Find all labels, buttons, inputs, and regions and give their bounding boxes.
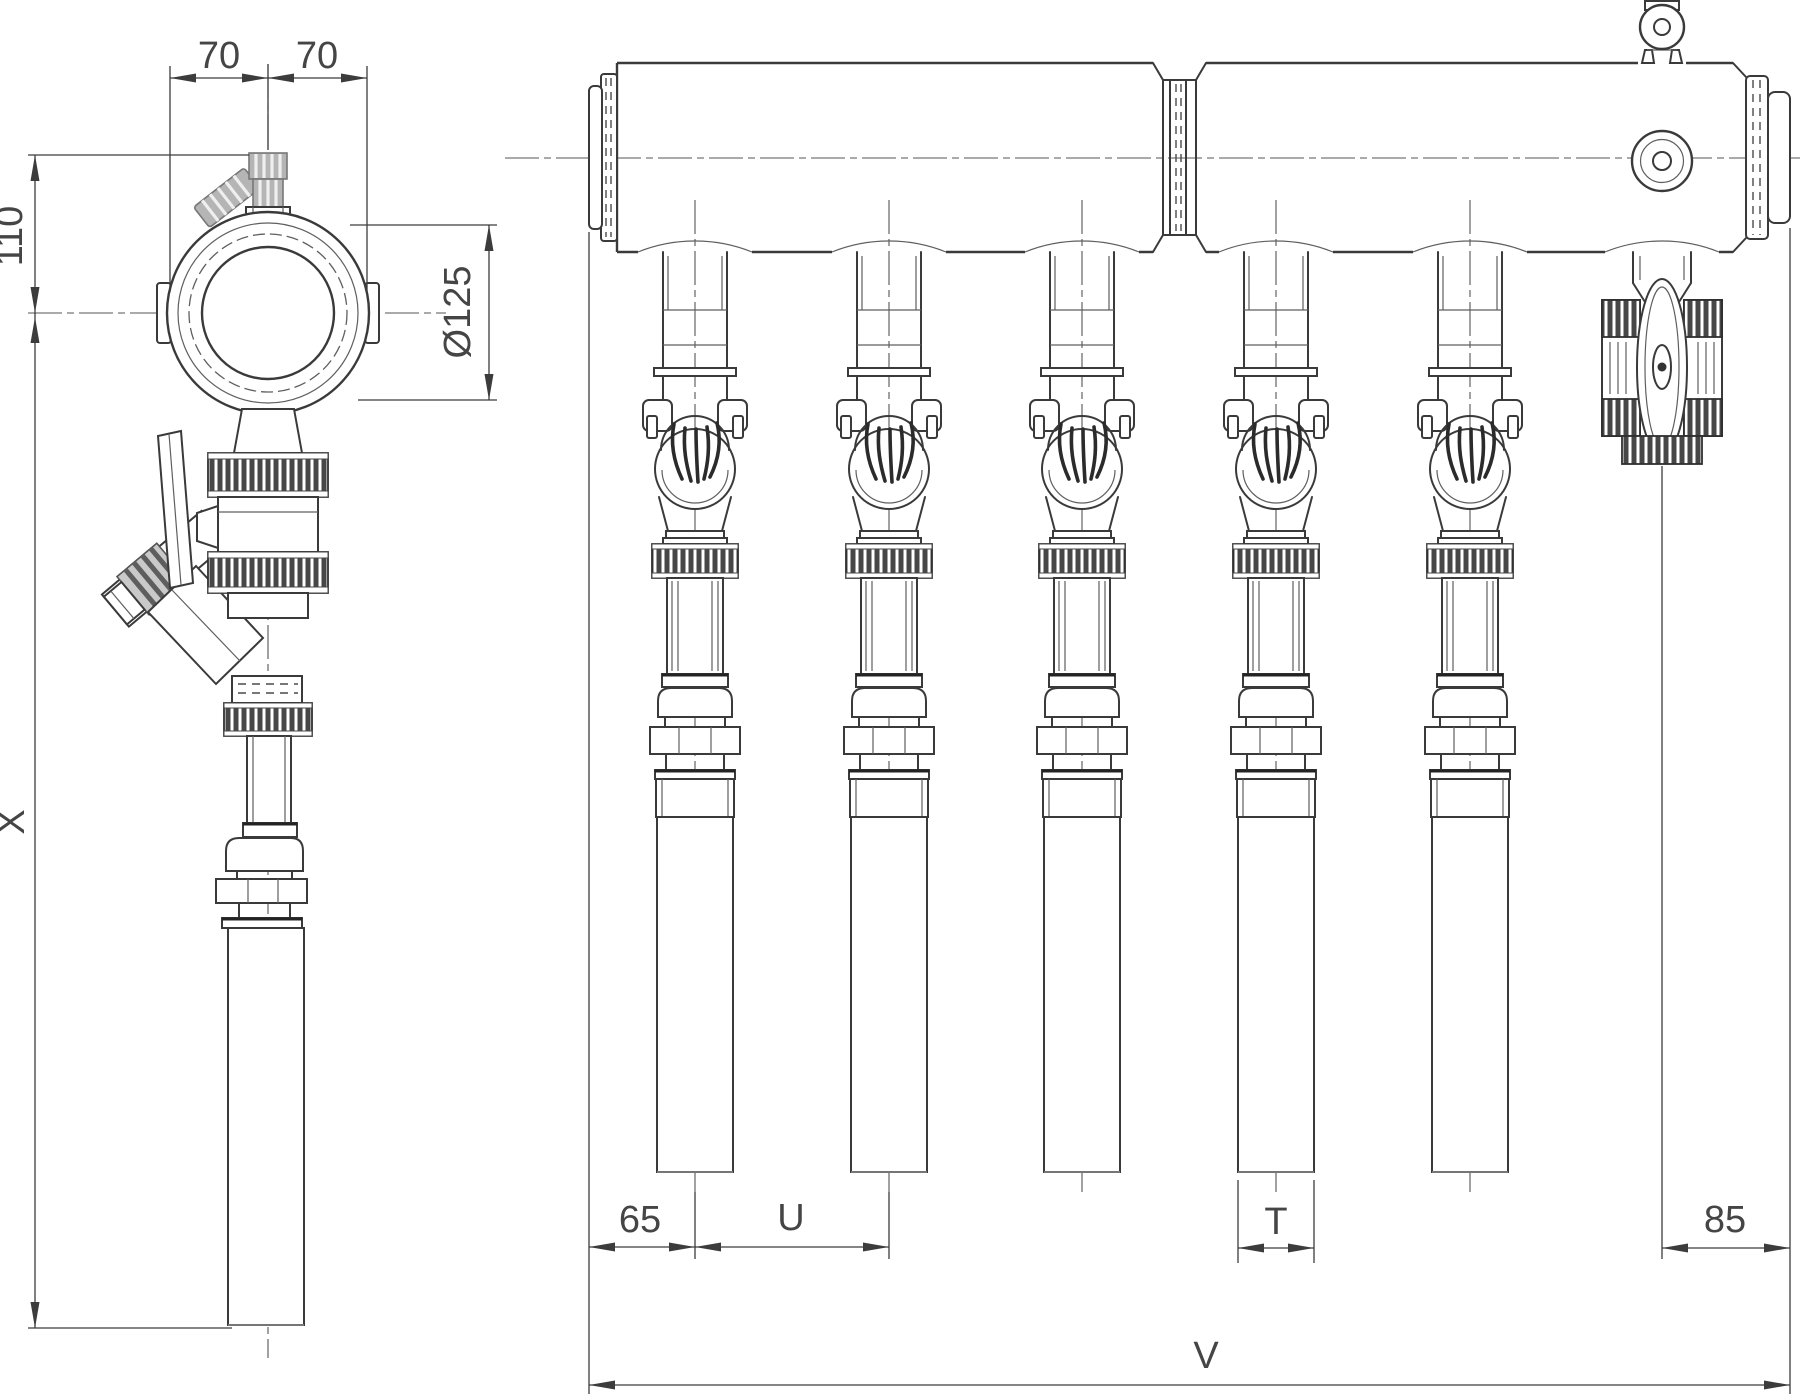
manifold-body [588, 0, 1791, 254]
dim-label-diameter: Ø125 [437, 266, 479, 359]
outlet-assembly-1 [636, 198, 754, 1194]
outlet-assembly-4 [1217, 198, 1335, 1194]
left-side-view: 70 70 110 X Ø125 [0, 35, 497, 1358]
end-ball-valve [1601, 240, 1723, 465]
manifold-joint [1152, 62, 1207, 253]
dim-label-t: T [1264, 1201, 1287, 1243]
outlet-assembly-5 [1411, 198, 1529, 1194]
air-vent-valve [193, 152, 291, 228]
right-end-cap [1732, 62, 1791, 253]
left-end-cap [588, 73, 618, 242]
manifold-cross-section [156, 210, 380, 416]
dim-label-85: 85 [1704, 1199, 1746, 1241]
outlet-assembly-3 [1023, 198, 1141, 1194]
drain-valve-assembly [100, 408, 329, 1326]
sensor-port [1630, 129, 1694, 193]
dim-label-65: 65 [619, 1199, 661, 1241]
tail-pipe [227, 927, 305, 1326]
dim-label-v: V [1193, 1335, 1219, 1377]
dim-label-70-left: 70 [198, 35, 240, 77]
dim-label-x: X [0, 809, 33, 834]
left-view-dimensions: 70 70 110 X Ø125 [0, 35, 497, 1329]
dim-label-110: 110 [0, 206, 31, 267]
front-view: 65 U T 85 V [505, 0, 1800, 1394]
dim-label-u: U [777, 1197, 804, 1239]
air-vent-icon [1638, 0, 1686, 64]
front-view-dimensions: 65 U T 85 V [588, 228, 1791, 1394]
outlet-assembly-2 [830, 198, 948, 1194]
dim-label-70-right: 70 [296, 35, 338, 77]
